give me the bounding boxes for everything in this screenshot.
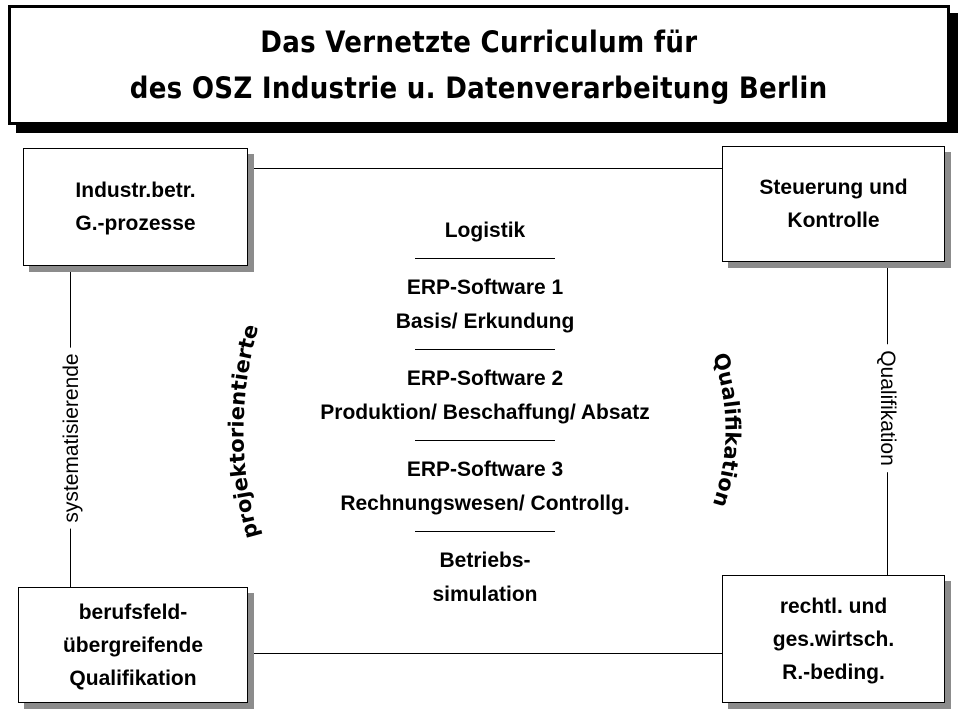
topic-erp-1-line-1: ERP-Software 1 — [406, 276, 564, 299]
node-bottom-left-line-1: berufsfeld- — [78, 600, 188, 624]
arc-label-right: Qualifikation — [708, 350, 745, 510]
topic-simulation-line-1: Betriebs- — [439, 549, 531, 572]
node-top-left: Industr.betr. G.-prozesse — [23, 148, 248, 266]
center-topics: Logistik ERP-Software 1 Basis/ Erkundung… — [265, 210, 705, 618]
connector-top — [246, 168, 722, 169]
node-bottom-left: berufsfeld- übergreifende Qualifikation — [18, 587, 248, 703]
title-box: Das Vernetzte Curriculum für des OSZ Ind… — [8, 5, 950, 125]
topic-divider — [415, 258, 555, 259]
topic-simulation: Betriebs- simulation — [265, 540, 705, 618]
title-line-1: Das Vernetzte Curriculum für — [260, 25, 698, 59]
node-bottom-right-line-1: rechtl. und — [779, 594, 888, 618]
topic-erp-1-line-2: Basis/ Erkundung — [395, 310, 575, 333]
topic-erp-2: ERP-Software 2 Produktion/ Beschaffung/ … — [265, 358, 705, 436]
topic-divider — [415, 440, 555, 441]
node-top-left-line-1: Industr.betr. — [75, 179, 196, 202]
topic-divider — [415, 531, 555, 532]
node-top-right: Steuerung und Kontrolle — [722, 146, 945, 262]
node-top-right-line-2: Kontrolle — [787, 209, 880, 232]
topic-divider — [415, 349, 555, 350]
topic-erp-3-line-1: ERP-Software 3 — [406, 458, 564, 481]
node-bottom-left-line-3: Qualifikation — [69, 666, 197, 690]
node-top-right-line-1: Steuerung und — [759, 176, 908, 199]
node-top-left-line-2: G.-prozesse — [75, 212, 196, 235]
node-bottom-right: rechtl. und ges.wirtsch. R.-beding. — [722, 575, 945, 703]
topic-logistik-line-1: Logistik — [444, 219, 526, 242]
node-bottom-right-line-3: R.-beding. — [782, 660, 885, 684]
topic-erp-1: ERP-Software 1 Basis/ Erkundung — [265, 267, 705, 345]
connector-bottom — [246, 653, 722, 654]
node-bottom-left-line-2: übergreifende — [62, 633, 204, 657]
topic-erp-3-line-2: Rechnungswesen/ Controllg. — [340, 492, 630, 515]
title-line-2: des OSZ Industrie u. Datenverarbeitung B… — [130, 71, 828, 105]
topic-simulation-line-2: simulation — [432, 583, 538, 606]
node-bottom-right-line-2: ges.wirtsch. — [772, 627, 895, 651]
topic-erp-2-line-1: ERP-Software 2 — [406, 367, 564, 390]
topic-erp-3: ERP-Software 3 Rechnungswesen/ Controllg… — [265, 449, 705, 527]
topic-erp-2-line-2: Produktion/ Beschaffung/ Absatz — [320, 401, 650, 424]
topic-logistik: Logistik — [265, 210, 705, 254]
arc-label-left: projektorientierte — [224, 322, 263, 542]
